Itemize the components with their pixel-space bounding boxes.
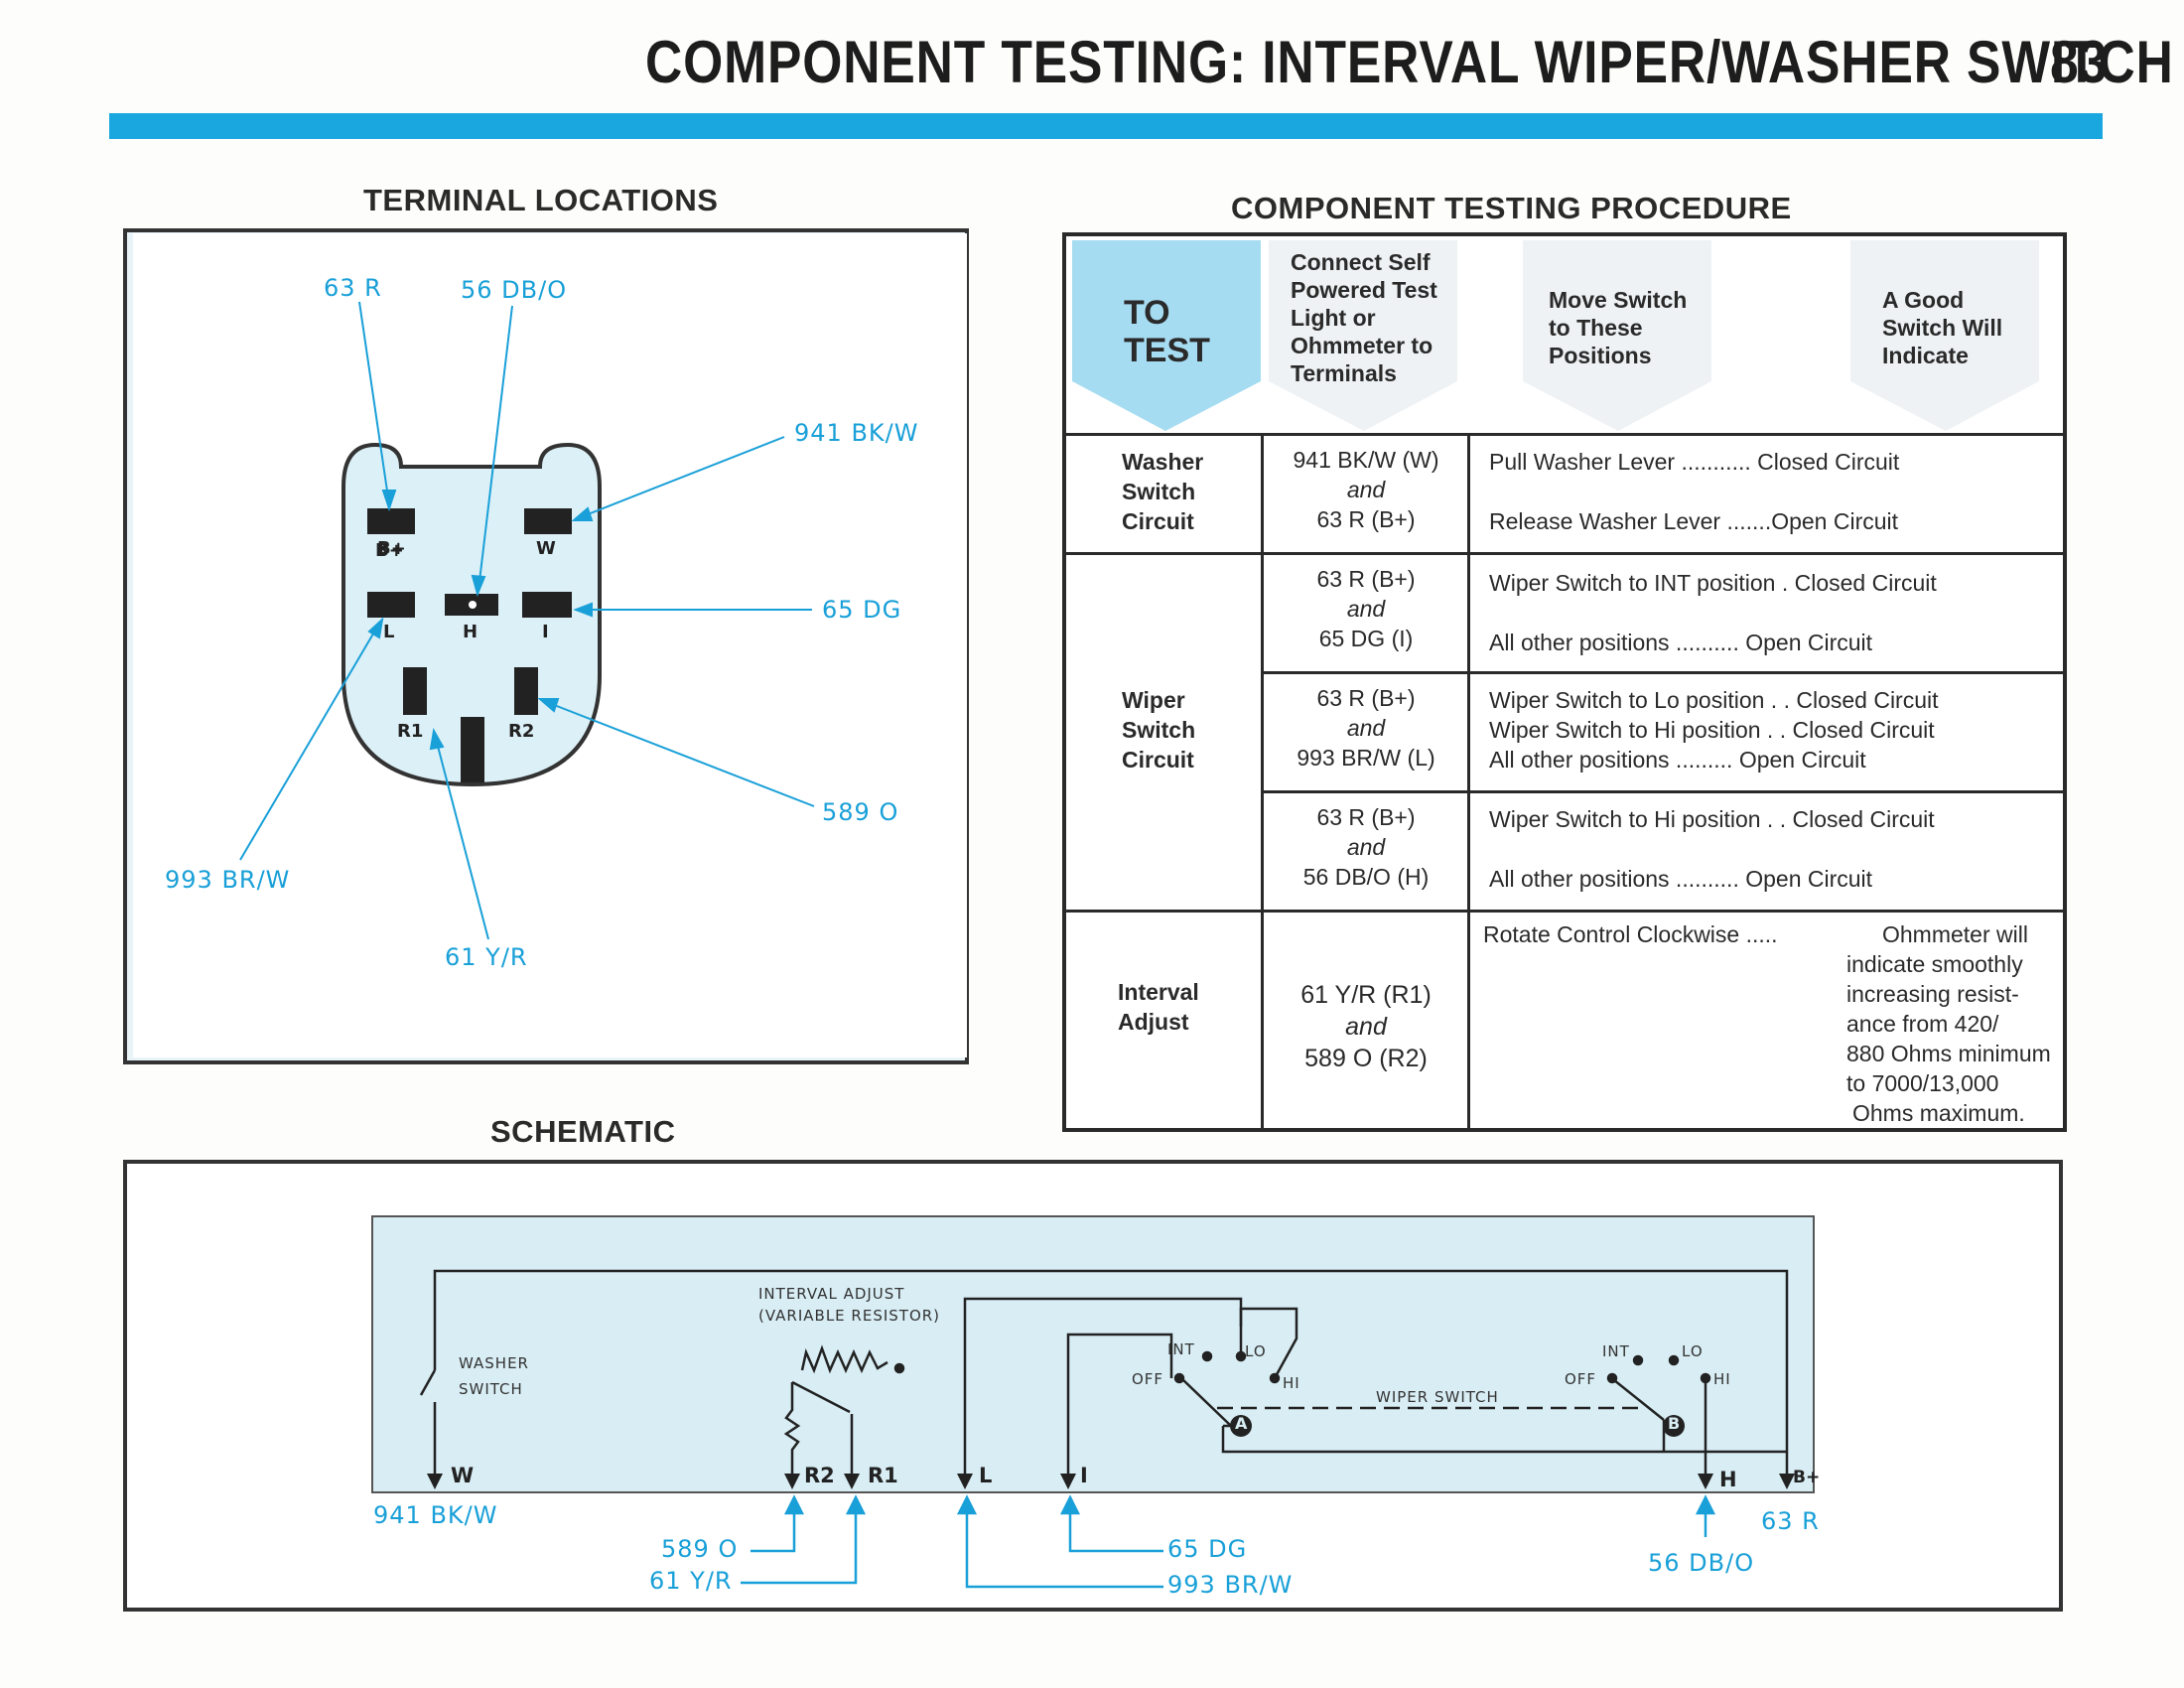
switch-a-lo-label: LO [1245,1342,1267,1360]
row-washer-terminals: 941 BK/W (W) and 63 R (B+) [1293,447,1439,532]
terminal-r1-blade [403,667,427,715]
schematic-wire-941bkw: 941 BK/W [373,1501,498,1529]
schematic-terminal-r1: R1 [868,1464,898,1487]
page-title: COMPONENT TESTING: INTERVAL WIPER/WASHER… [645,29,2174,95]
wire-label-61yr: 61 Y/R [445,943,528,971]
row-washer-result-2: Release Washer Lever .......Open Circuit [1489,508,1899,534]
row-washer-result-1: Pull Washer Lever ........... Closed Cir… [1489,449,1900,475]
wire-label-56dbo: 56 DB/O [461,276,568,304]
row-interval-test: Interval Adjust [1118,979,1199,1035]
row-wiper-lo-result-3: All other positions ......... Open Circu… [1489,747,1866,773]
terminal-bplus-text: B+ [377,538,406,559]
schematic-terminal-h: H [1719,1468,1737,1491]
terminal-bplus-blade [367,508,415,534]
page-number: 83 [2050,29,2108,95]
procedure-table: TO TEST Connect Self Powered Test Light … [1062,232,2067,1132]
row-interval-result-lead: Rotate Control Clockwise ..... [1483,921,1778,947]
row-wiper-lo-result-2: Wiper Switch to Hi position . . Closed C… [1489,717,1935,743]
row-washer-test: Washer Switch Circuit [1122,449,1204,534]
row-wiper-hi-result-2: All other positions .......... Open Circ… [1489,866,1873,892]
schematic-variable-resistor-label: (VARIABLE RESISTOR) [758,1307,941,1325]
schematic-wire-589o: 589 O [661,1535,739,1563]
terminal-bplus-label: B+ [375,540,404,561]
switch-a-hi-label: HI [1283,1374,1300,1392]
wire-label-65dg: 65 DG [822,596,902,624]
switch-b-int-label: INT [1602,1342,1630,1360]
row-wiper-int-result-1: Wiper Switch to INT position . Closed Ci… [1489,570,1937,596]
row-wiper-int-result-2: All other positions .......... Open Circ… [1489,630,1873,655]
schematic-terminal-w: W [451,1464,475,1487]
row-interval-result-body: Ohmmeter will indicate smoothly increasi… [1846,921,2051,1126]
schematic-interval-adjust-label: INTERVAL ADJUST [758,1285,905,1303]
terminal-r2-blade [514,667,538,715]
col-header-indicate: A Good Switch Will Indicate [1882,287,2003,368]
connector-b-label: B [1668,1414,1681,1433]
to-test-line2: TEST [1124,332,1210,369]
schematic-terminal-r2: R2 [804,1464,835,1487]
schematic-terminal-i: I [1080,1464,1088,1487]
terminal-w-text: W [536,538,556,559]
row-interval-terminals: 61 Y/R (R1) and 589 O (R2) [1300,981,1432,1072]
wire-label-589o: 589 O [822,798,899,826]
switch-a-off-label: OFF [1132,1370,1164,1388]
terminal-r2-text: R2 [508,721,535,742]
terminal-w-blade [524,508,572,534]
wire-label-941bkw: 941 BK/W [794,419,919,447]
row-wiper-lo-result-1: Wiper Switch to Lo position . . Closed C… [1489,687,1939,713]
schematic-terminal-l: L [979,1464,993,1487]
terminal-l-blade [367,592,415,618]
schematic-wire-56dbo: 56 DB/O [1648,1549,1755,1577]
switch-b-lo-label: LO [1682,1342,1704,1360]
schematic-washer-label: WASHER [459,1354,529,1372]
terminal-r1-text: R1 [397,721,424,742]
row-wiper-lo-terminals: 63 R (B+) and 993 BR/W (L) [1297,685,1435,771]
wire-label-993brw: 993 BR/W [165,866,291,894]
terminal-h-text: H [463,622,478,642]
switch-a-int-label: INT [1167,1340,1195,1358]
terminal-i-text: I [542,622,549,642]
switch-b-hi-label: HI [1713,1370,1731,1388]
row-wiper-test: Wiper Switch Circuit [1122,687,1196,773]
schematic-wire-65dg: 65 DG [1167,1535,1248,1563]
terminal-locations-heading: TERMINAL LOCATIONS [363,183,719,217]
row-wiper-hi-result-1: Wiper Switch to Hi position . . Closed C… [1489,806,1935,832]
wire-label-63r: 63 R [324,274,382,302]
schematic-washer-label-2: SWITCH [459,1380,523,1398]
header-arrows [1072,240,2039,431]
title-bar [109,113,2103,139]
schematic-wire-993brw: 993 BR/W [1167,1571,1294,1599]
terminal-l-text: L [383,622,395,642]
schematic-wiper-switch-label: WIPER SWITCH [1376,1388,1499,1406]
col-header-move: Move Switch to These Positions [1549,287,1688,368]
to-test-line1: TO [1124,294,1170,332]
connector-a-label: A [1235,1414,1248,1433]
schematic-wire-63r: 63 R [1761,1507,1820,1535]
terminal-i-blade [522,592,572,618]
switch-b-off-label: OFF [1565,1370,1597,1388]
row-wiper-hi-terminals: 63 R (B+) and 56 DB/O (H) [1302,804,1430,890]
schematic-wire-61yr: 61 Y/R [649,1567,733,1595]
row-wiper-int-terminals: 63 R (B+) and 65 DG (I) [1316,566,1416,651]
col-header-connect: Connect Self Powered Test Light or Ohmme… [1291,249,1437,386]
connector-key [461,717,484,782]
schematic-heading: SCHEMATIC [490,1114,676,1149]
schematic-diagram-area [371,1215,1815,1493]
procedure-heading: COMPONENT TESTING PROCEDURE [1231,191,1792,225]
schematic-terminal-bplus: B+ [1793,1468,1821,1487]
